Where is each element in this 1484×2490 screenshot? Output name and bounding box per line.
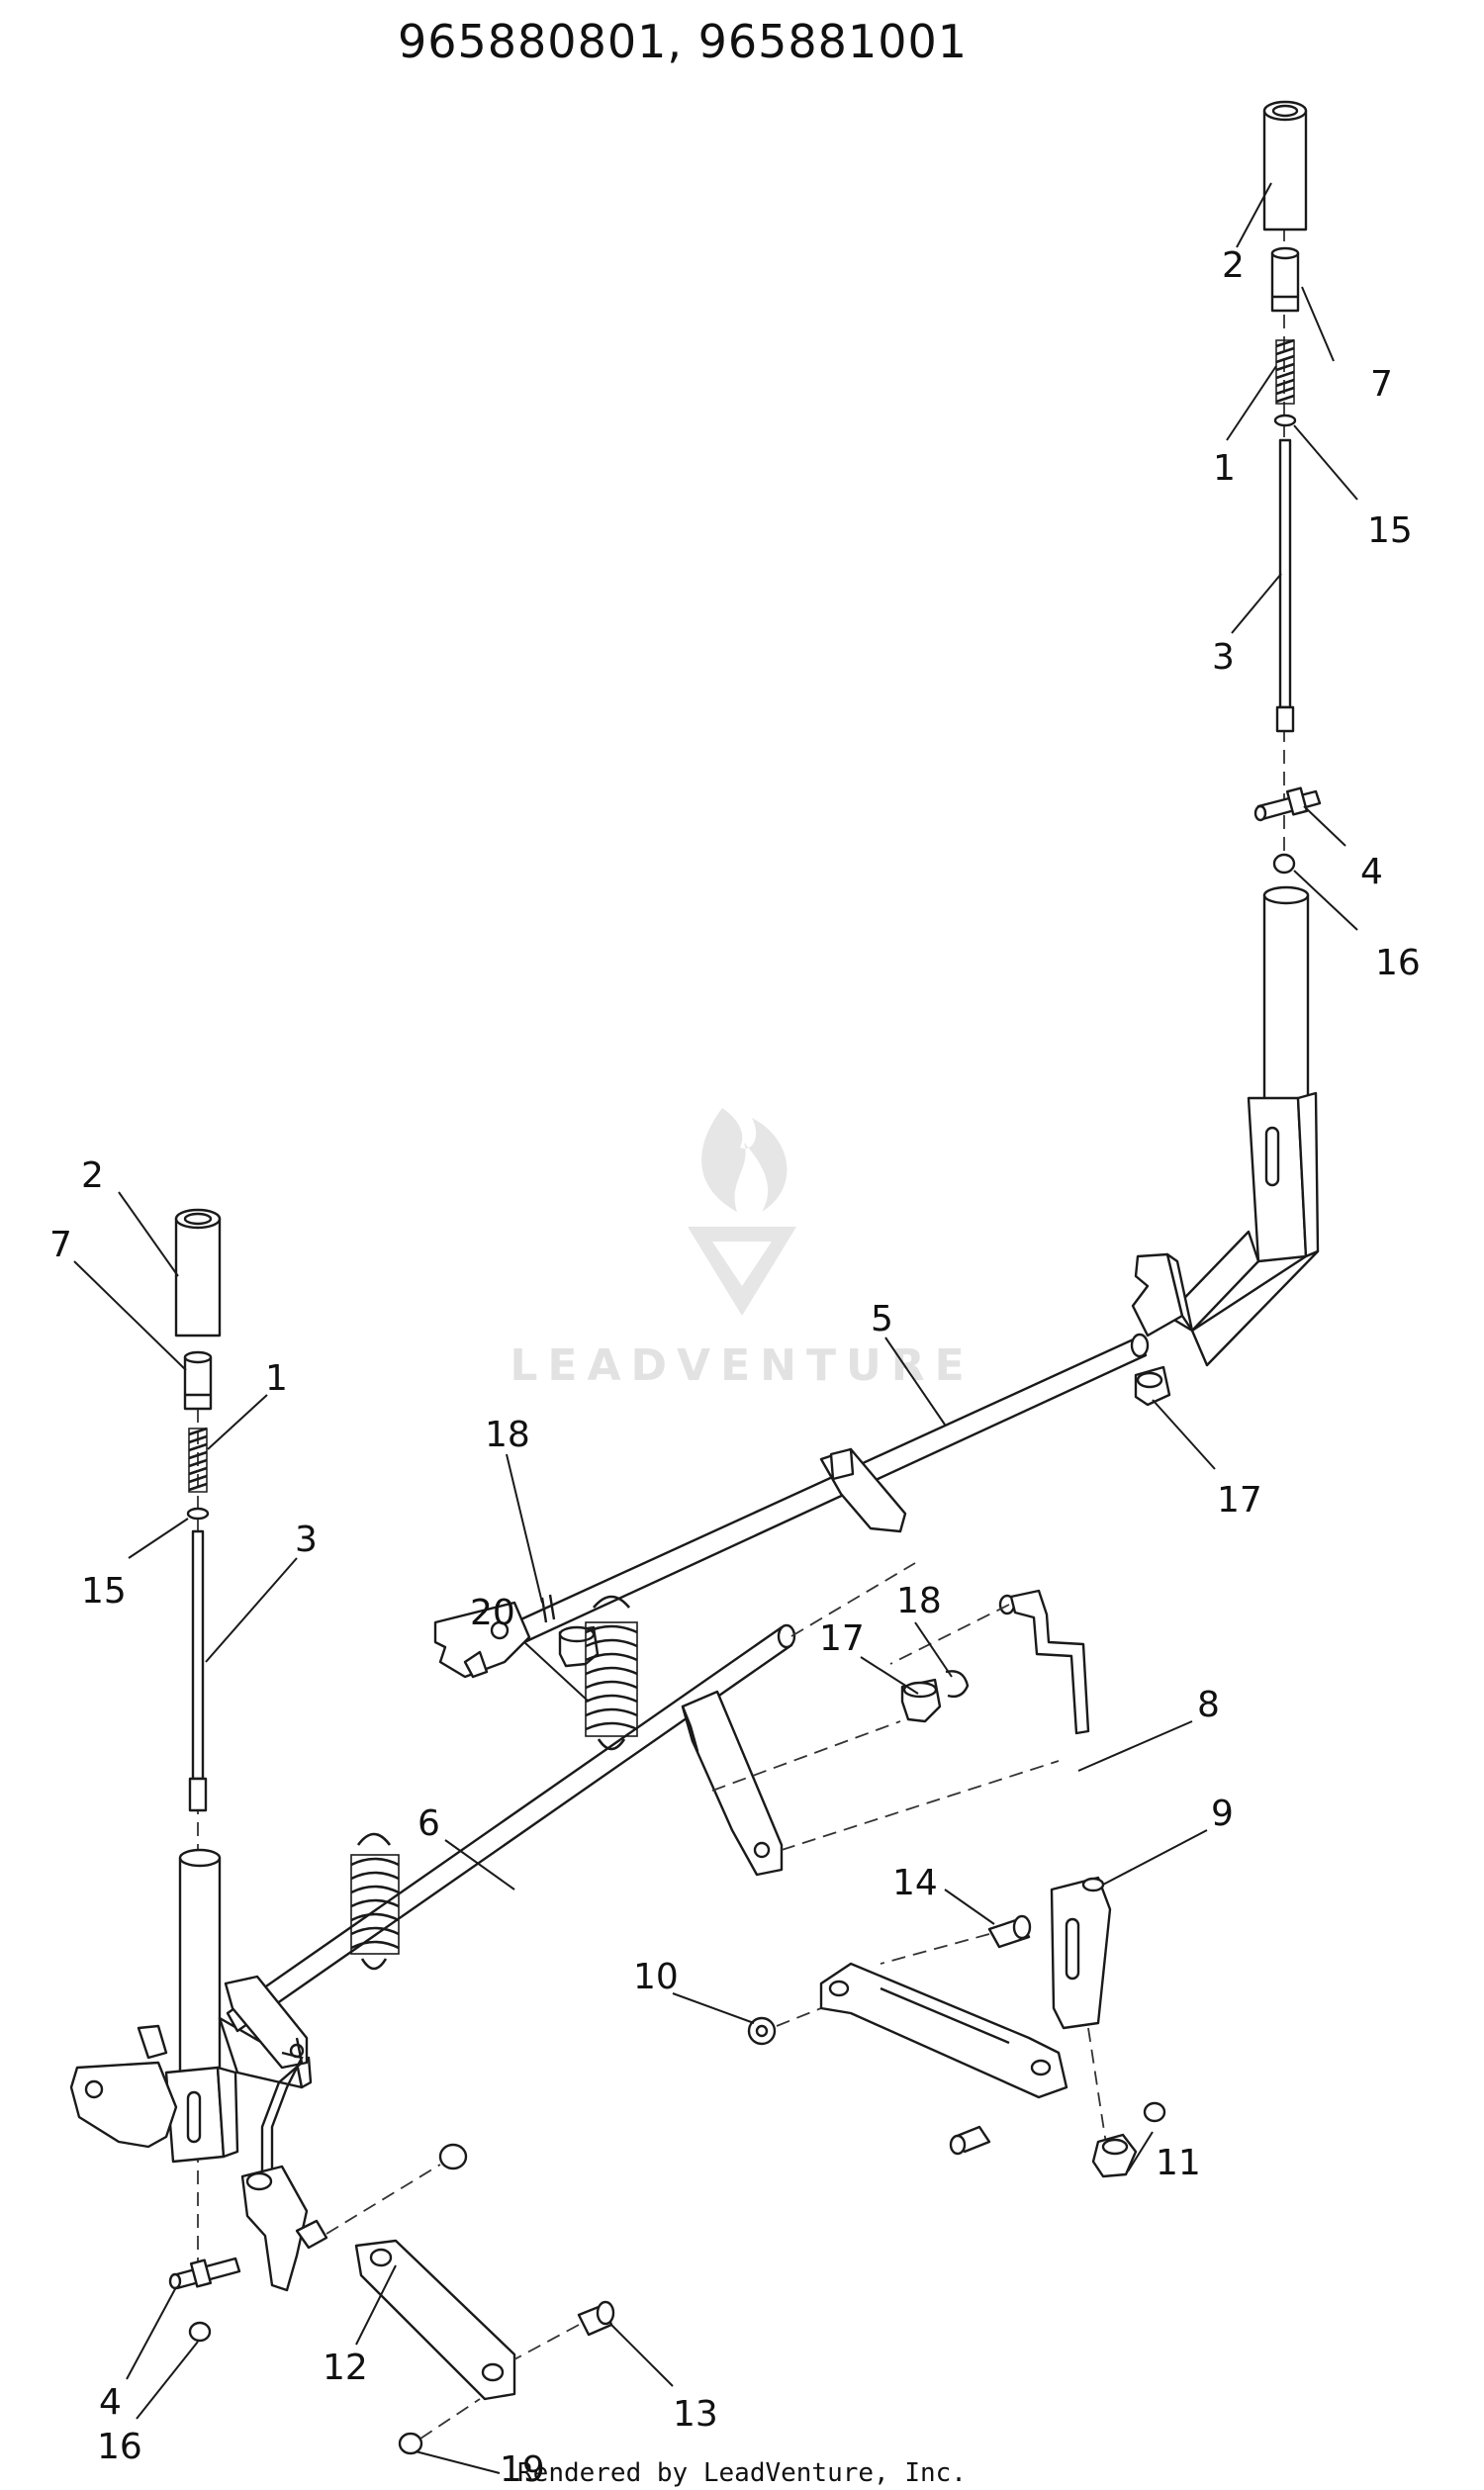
callout-6: 6 <box>417 1803 440 1844</box>
lower-pivot-arm <box>240 2037 328 2292</box>
callout-4-left: 4 <box>99 2382 122 2423</box>
left-nut <box>188 2321 212 2343</box>
right-lift-assembly <box>1131 100 1322 1367</box>
lift-bracket <box>1050 1876 1112 2158</box>
callout-1-right: 1 <box>1213 448 1236 489</box>
left-lift-arm <box>69 1848 313 2164</box>
callout-3-left: 3 <box>295 1520 318 1560</box>
chevron-logo-icon <box>688 1227 796 1316</box>
callout-7-left: 7 <box>49 1225 72 1265</box>
callout-12: 12 <box>323 2348 368 2388</box>
lower-link-plate <box>354 2239 516 2401</box>
callout-5: 5 <box>871 1299 893 1339</box>
callout-4-right: 4 <box>1360 852 1383 892</box>
callout-20: 20 <box>470 1593 515 1633</box>
washer-upper-12 <box>438 2143 468 2170</box>
link-rod <box>889 1589 1090 1735</box>
left-sleeve <box>183 1350 213 1411</box>
bolt-13 <box>577 2300 615 2337</box>
upper-left-bushing <box>558 1625 600 1668</box>
upper-right-bushing <box>1134 1365 1171 1407</box>
callout-15-left: 15 <box>81 1571 127 1612</box>
callout-labels: 2 7 1 15 3 4 16 5 17 18 2 7 1 3 15 18 17… <box>49 245 1421 2490</box>
left-rod <box>188 1529 208 1812</box>
nut-19 <box>398 2432 423 2455</box>
callout-13: 13 <box>673 2394 718 2435</box>
lower-clip <box>945 1670 970 1699</box>
callout-16-left: 16 <box>97 2427 142 2467</box>
left-lift-assembly <box>69 1208 313 2343</box>
callout-17-upper: 17 <box>1217 1480 1262 1521</box>
large-spring <box>585 1595 638 1751</box>
callout-18-upper: 18 <box>485 1415 530 1455</box>
callout-14: 14 <box>892 1863 938 1903</box>
render-credit: Rendered by LeadVenture, Inc. <box>517 2458 967 2488</box>
leadventure-watermark: LEADVENTURE <box>510 1108 974 1391</box>
upper-cross-shaft <box>433 1333 1150 1679</box>
watermark-text: LEADVENTURE <box>510 1340 974 1391</box>
lower-cross-shaft <box>224 1562 916 2070</box>
flame-icon <box>701 1108 788 1212</box>
right-handle-grip <box>1262 100 1308 231</box>
left-spring <box>188 1427 208 1492</box>
callout-3-right: 3 <box>1212 637 1235 678</box>
left-pin <box>168 2257 241 2290</box>
screw-small <box>949 2125 991 2156</box>
right-washer <box>1273 414 1297 427</box>
right-spring <box>1275 338 1295 404</box>
left-handle-grip <box>174 1208 222 1337</box>
diagram-title: 965880801, 965881001 <box>398 15 968 68</box>
callout-7-right: 7 <box>1370 364 1393 405</box>
callout-18-lower: 18 <box>896 1581 942 1621</box>
nut-11 <box>1091 2133 1138 2178</box>
middle-link-plate <box>819 1962 1068 2099</box>
callout-16-right: 16 <box>1375 943 1421 983</box>
callout-1-left: 1 <box>265 1358 288 1399</box>
right-rod <box>1275 438 1295 733</box>
right-sleeve <box>1270 246 1300 313</box>
small-spring <box>350 1832 400 1971</box>
callout-19: 19 <box>500 2449 545 2490</box>
callout-15-right: 15 <box>1367 510 1413 551</box>
bolt-14 <box>987 1914 1032 1949</box>
callout-11: 11 <box>1156 2143 1201 2183</box>
nut-small <box>1143 2101 1166 2123</box>
callout-2-left: 2 <box>81 1155 104 1196</box>
right-pin <box>1253 786 1322 822</box>
callout-2-right: 2 <box>1222 245 1245 286</box>
callout-9: 9 <box>1211 1794 1234 1834</box>
callout-17-lower: 17 <box>819 1618 865 1659</box>
left-washer <box>186 1507 210 1521</box>
right-nut <box>1272 853 1296 875</box>
callout-10: 10 <box>633 1957 679 1997</box>
leader-lines <box>73 182 1358 2474</box>
right-lift-arm <box>1131 885 1320 1367</box>
callout-8: 8 <box>1197 1685 1220 1725</box>
